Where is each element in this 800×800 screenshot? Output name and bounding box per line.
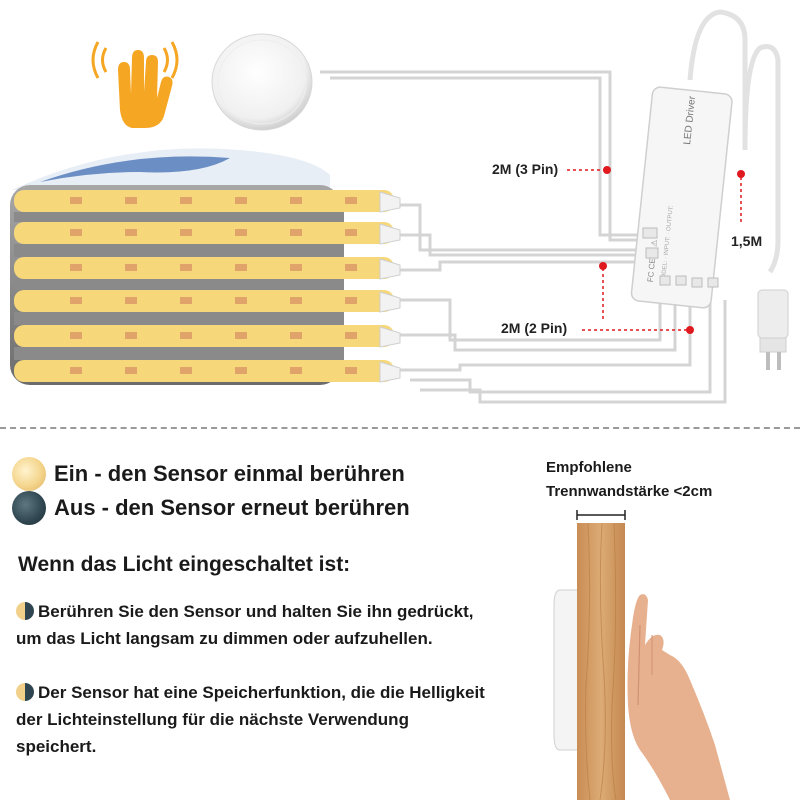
led-chips <box>70 197 357 374</box>
power-cable <box>687 9 781 274</box>
gray-gaps <box>14 212 344 360</box>
instructions-heading: Wenn das Licht eingeschaltet ist: <box>18 553 351 576</box>
markers <box>567 169 742 331</box>
divider <box>0 427 800 429</box>
label-3pin: 2M (3 Pin) <box>492 161 559 177</box>
recommendation-line1: Empfohlene <box>546 459 632 476</box>
wood-panel-icon <box>577 523 625 800</box>
label-2pin: 2M (2 Pin) <box>501 320 568 336</box>
recommendation-line2: Trennwandstärke <2cm <box>546 483 713 500</box>
led-driver: FC CE ♻ ⚠ MODEL: · INPUT: · OUTPUT: LED … <box>630 86 733 309</box>
hand-icon <box>627 594 730 800</box>
strip-connectors <box>379 191 401 383</box>
recommendation-label: Empfohlene Trennwandstärke <2cm <box>546 456 712 504</box>
mode-off-text: Aus - den Sensor erneut berühren <box>54 495 410 520</box>
mode-on-text: Ein - den Sensor einmal berühren <box>54 461 405 486</box>
mode-off-row: Aus - den Sensor erneut berühren <box>12 491 410 525</box>
led-strip-reels <box>10 148 401 385</box>
wall-sensor <box>553 589 579 751</box>
wires <box>320 70 727 404</box>
touch-hand-icon <box>91 41 179 128</box>
wiring-diagram: FC CE ♻ ⚠ MODEL: · INPUT: · OUTPUT: LED … <box>10 9 789 404</box>
moon-dark-icon <box>12 491 46 525</box>
marker-dots <box>599 166 745 334</box>
instruction-text: Der Sensor hat eine Speicherfunktion, di… <box>16 683 485 756</box>
label-power-cable: 1,5M <box>731 233 763 249</box>
half-moon-icon <box>16 602 34 620</box>
wall-illustration <box>540 505 800 800</box>
touch-sensor <box>211 33 313 131</box>
instruction-item: Berühren Sie den Sensor und halten Sie i… <box>16 598 486 652</box>
instruction-item: Der Sensor hat eine Speicherfunktion, di… <box>16 679 486 760</box>
moon-light-icon <box>12 457 46 491</box>
thickness-marker <box>576 510 626 520</box>
half-moon-icon <box>16 683 34 701</box>
instruction-text: Berühren Sie den Sensor und halten Sie i… <box>16 602 474 648</box>
driver-title: LED Driver <box>682 95 698 145</box>
mode-on-row: Ein - den Sensor einmal berühren <box>12 457 405 491</box>
strip-layers <box>14 190 394 382</box>
eu-plug-icon <box>757 289 789 370</box>
